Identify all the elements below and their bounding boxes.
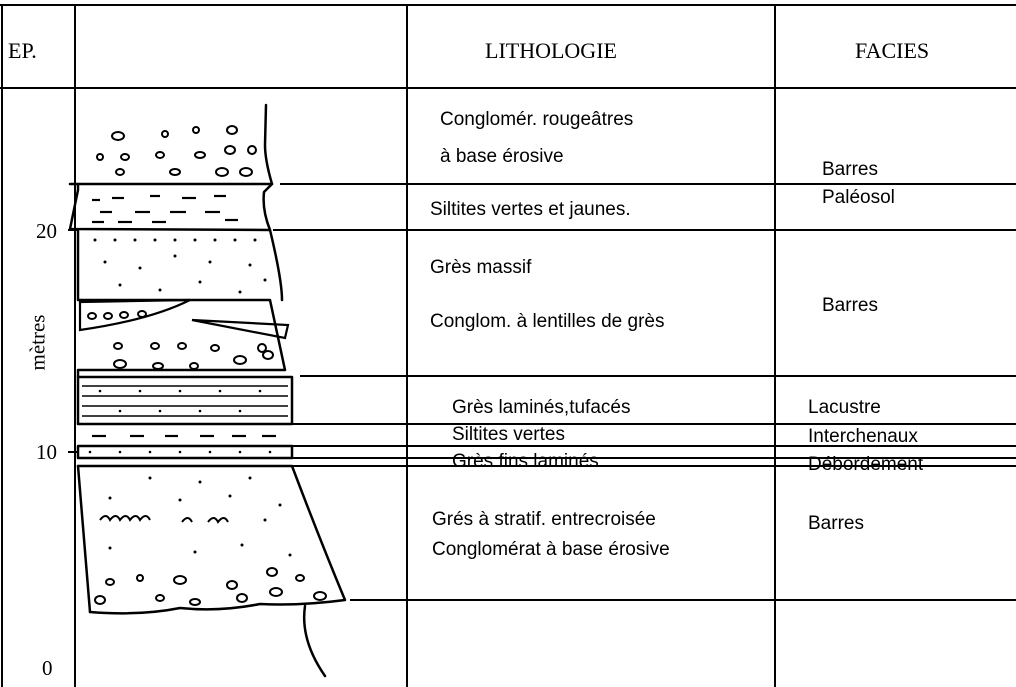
header-lithologie: LITHOLOGIE [485, 38, 617, 64]
lithology-label: Conglom. à lentilles de grès [430, 312, 664, 331]
tick-label-20: 20 [36, 221, 57, 242]
tick-label-10: 10 [36, 442, 57, 463]
header-facies: FACIES [855, 38, 929, 64]
facies-label: Lacustre [808, 398, 881, 417]
sand-dot-pattern [94, 239, 267, 294]
cross-bedding-pattern [100, 516, 228, 522]
siltite-dash-pattern [92, 196, 238, 222]
axis-unit-label: mètres [25, 315, 50, 371]
facies-label: Barres [822, 160, 878, 179]
tick-label-0: 0 [42, 658, 53, 679]
pebble-pattern [95, 568, 326, 605]
lithology-label: Siltites vertes [452, 425, 565, 444]
lithology-label: à base érosive [440, 147, 564, 166]
lithology-label: Grès fins laminés [452, 452, 599, 471]
facies-label: Interchenaux [808, 427, 918, 446]
lithology-label: Siltites vertes et jaunes. [430, 200, 631, 219]
lithology-label: Grés à stratif. entrecroisée [432, 510, 656, 529]
pebble-pattern [88, 311, 273, 369]
lamination-pattern [82, 386, 288, 416]
log-column-outline [70, 105, 345, 676]
lithology-label: Grès laminés,tufacés [452, 398, 630, 417]
facies-label: Barres [808, 514, 864, 533]
pebble-pattern [97, 126, 256, 176]
sand-dot-pattern [89, 390, 272, 454]
header-ep: EP. [8, 38, 37, 64]
facies-label: Débordement [808, 455, 923, 474]
facies-label: Barres [822, 296, 878, 315]
facies-label: Paléosol [822, 188, 895, 207]
lithology-label: Conglomér. rougeâtres [440, 110, 633, 129]
lithology-label: Conglomérat à base érosive [432, 540, 670, 559]
lithology-label: Grès massif [430, 258, 531, 277]
